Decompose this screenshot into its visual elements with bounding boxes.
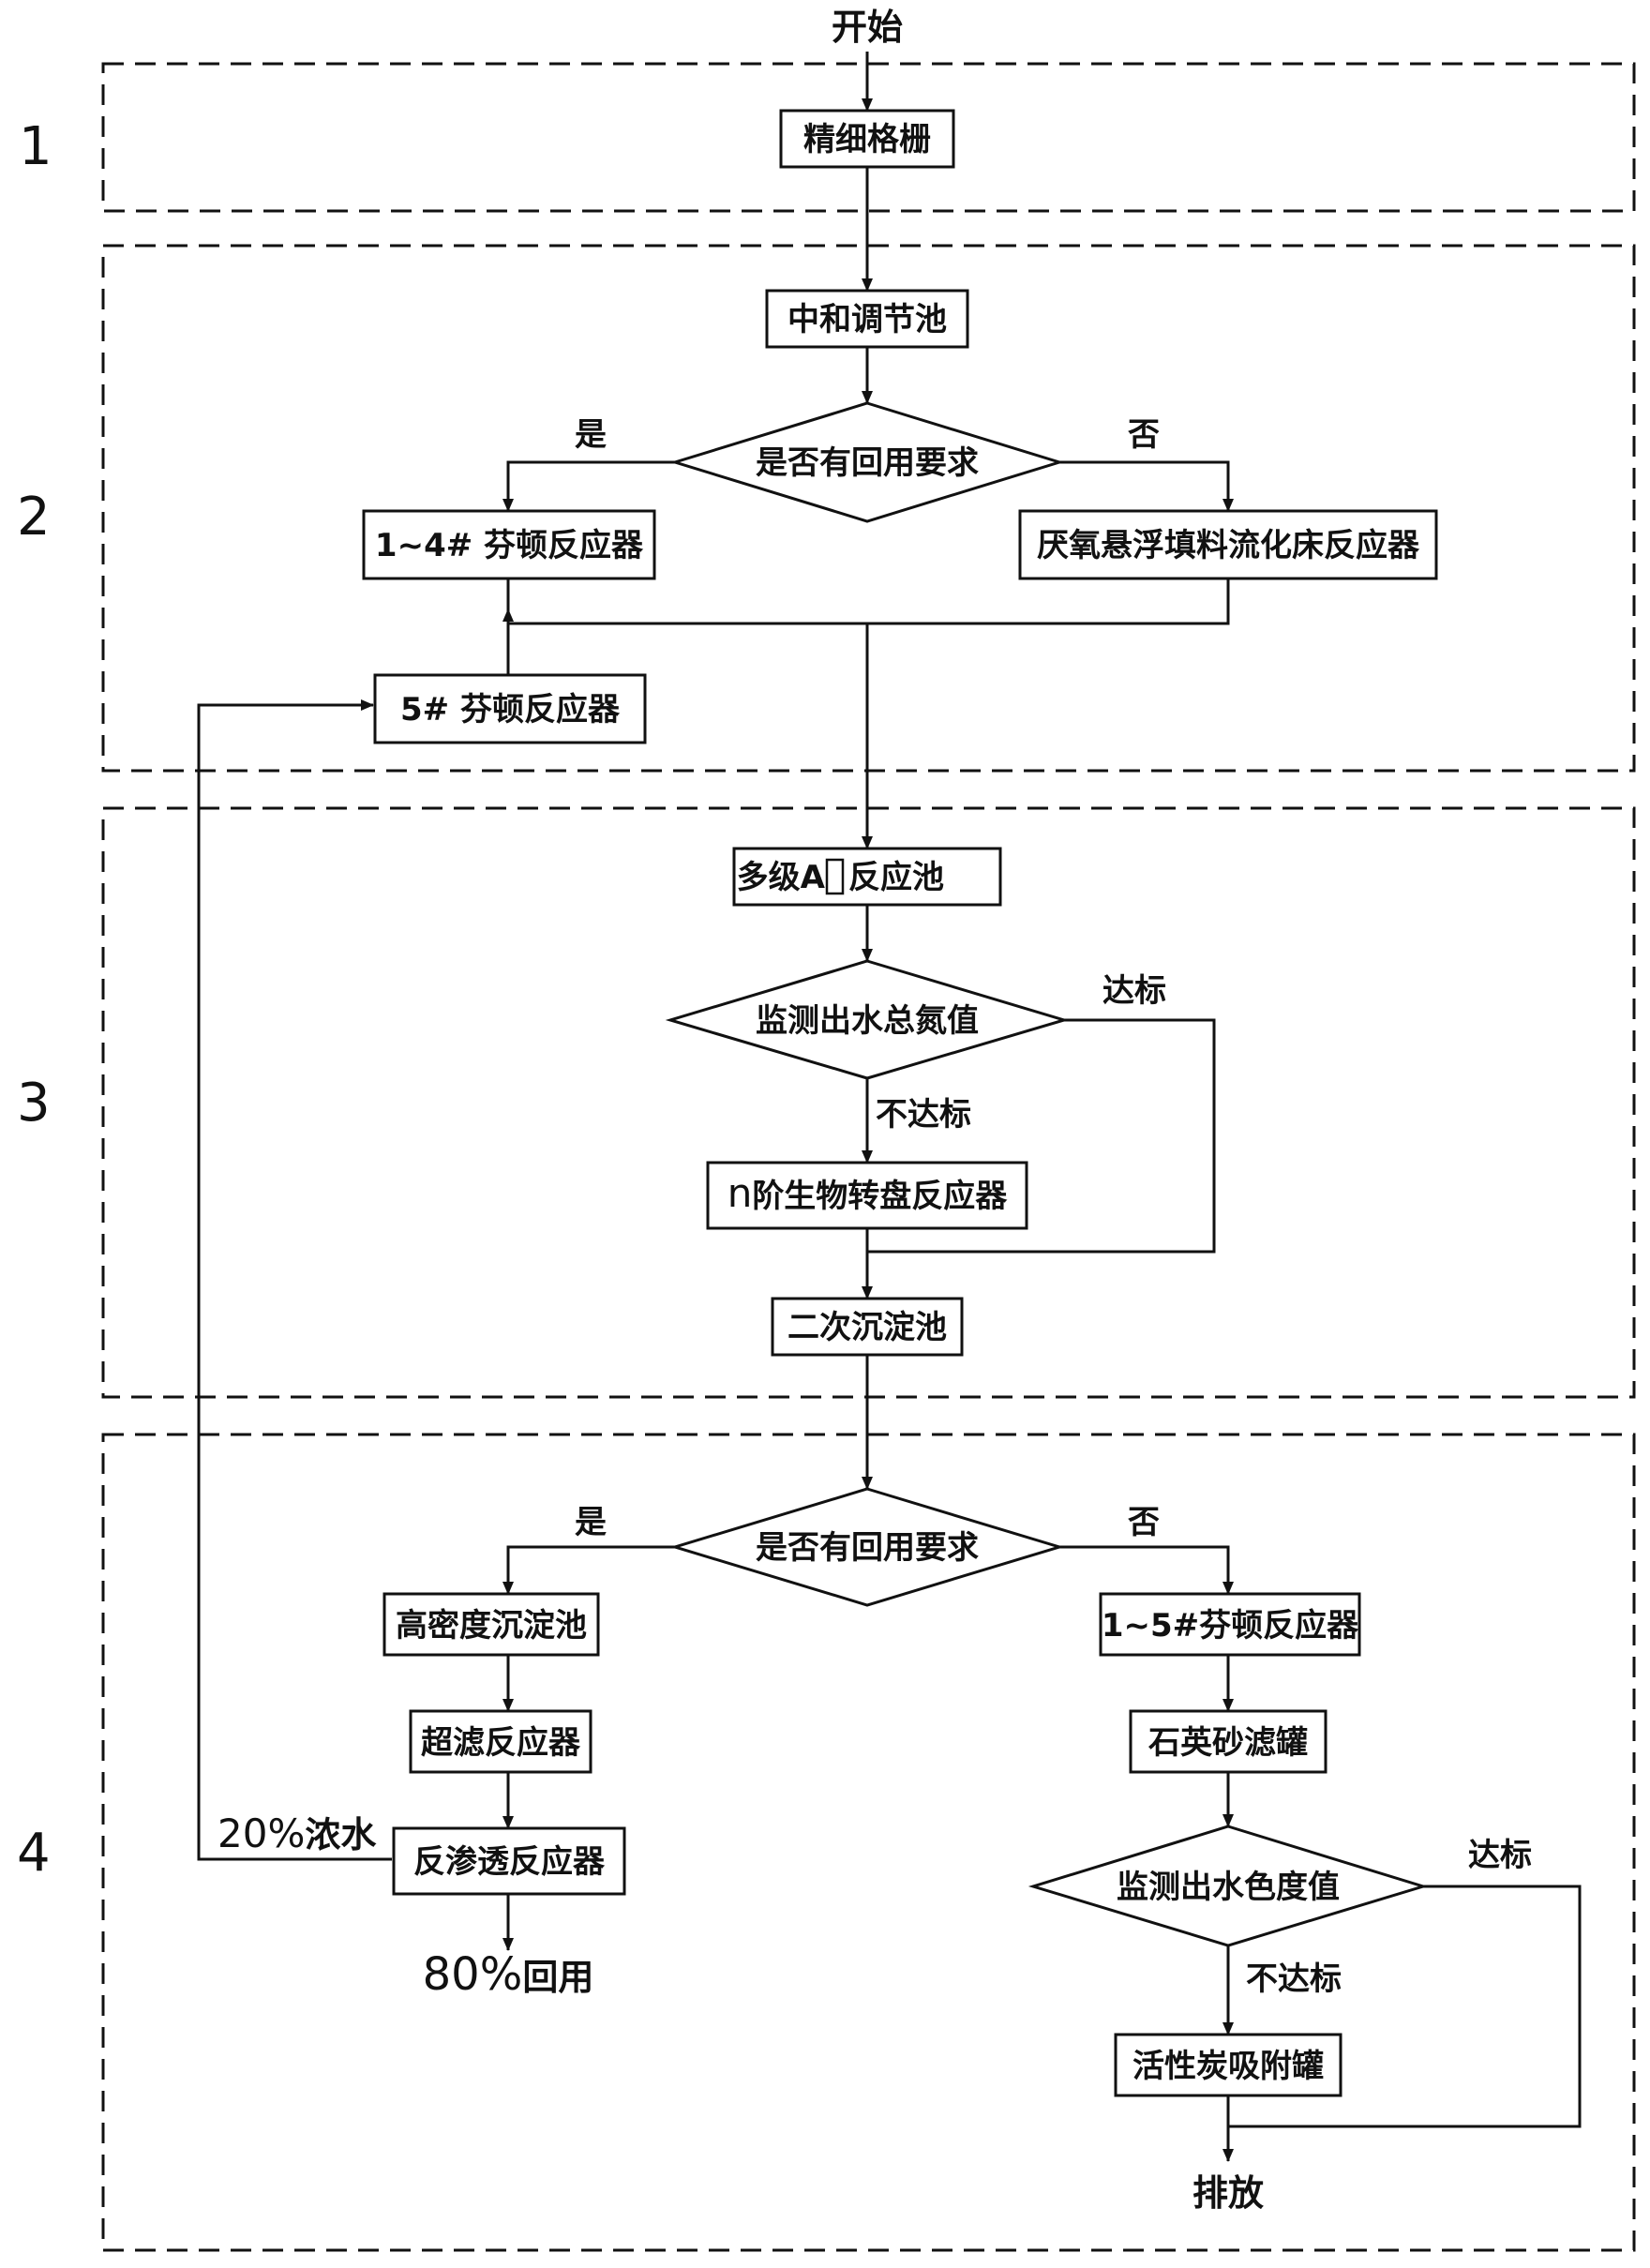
edge-decision4-pass [1228,1885,1582,2128]
reuse-pct: 80% [423,1948,523,2001]
section-number-2: 2 [17,487,51,548]
decision-nitrogen-pass-label: 达标 [1102,972,1166,1010]
rbc-reactor-prefix: n [728,1170,753,1216]
decision-reuse-2-diamond [669,1487,1065,1607]
decision-color-fail-label: 不达标 [1246,1960,1342,1998]
edge-anaerobic-merge [508,578,1230,625]
section-number-1: 1 [19,116,52,177]
ao-tank-label-group: 多级A 反应池 [737,858,944,896]
decision-2-yes-label: 是 [575,1504,607,1541]
ro-reactor-box [392,1826,626,1896]
uf-reactor-box [409,1709,592,1774]
rbc-reactor-label: n阶生物转盘反应器 [728,1170,1009,1216]
edge-decision3-yes [502,1545,675,1595]
edge-concentrate-return [197,699,392,1861]
fine-grid-box [779,109,955,169]
anaerobic-reactor-label: 厌氧悬浮填料流化床反应器 [1037,527,1420,564]
edge-decision3-no [1059,1545,1234,1595]
concentrate-label: 20%浓水 [218,1810,377,1856]
uf-reactor-label: 超滤反应器 [421,1724,581,1762]
decision-color-pass-label: 达标 [1468,1837,1532,1874]
high-density-settler-box [382,1592,600,1657]
decision-1-no-label: 否 [1128,416,1160,454]
edge-decision1-yes [502,460,675,512]
decision-color-label: 监测出水色度值 [1117,1869,1340,1906]
fenton-5-label: 5# 芬顿反应器 [400,691,621,728]
edge-decision1-no [1059,460,1234,512]
anaerobic-reactor-box [1018,509,1438,580]
decision-nitrogen-diamond [665,959,1070,1080]
ao-tank-suffix-label: 反应池 [848,859,944,896]
decision-reuse-2-label: 是否有回用要求 [756,1529,979,1567]
reuse-label: 80%回用 [423,1948,594,2001]
decision-nitrogen-label: 监测出水总氮值 [756,1002,979,1040]
rbc-reactor-box [706,1161,1028,1230]
ao-tank-label: 多级A [737,859,826,896]
discharge-label: 排放 [1192,2172,1264,2214]
fenton-1-5-box [1099,1592,1361,1657]
fenton-1-4-box [362,509,656,580]
decision-reuse-1-diamond [669,401,1065,523]
carbon-tank-label: 活性炭吸附罐 [1132,2048,1324,2085]
reuse-text: 回用 [522,1957,593,1998]
neutral-tank-label: 中和调节池 [788,301,947,338]
secondary-settler-label: 二次沉淀池 [788,1309,947,1346]
decision-1-yes-label: 是 [575,416,607,454]
decision-nitrogen-fail-label: 不达标 [876,1096,971,1134]
decision-reuse-1-label: 是否有回用要求 [756,444,979,482]
decision-2-no-label: 否 [1128,1504,1160,1541]
secondary-settler-box [771,1297,964,1357]
ao-tank-box [732,847,1002,907]
quartz-filter-label: 石英砂滤罐 [1148,1724,1308,1762]
decision-color-diamond [1028,1825,1429,1947]
ao-tank-glyph-box [825,858,845,895]
start-label: 开始 [832,7,903,48]
neutral-tank-box [765,289,969,349]
concentrate-text: 浓水 [305,1814,377,1855]
section-number-3: 3 [17,1073,51,1134]
fenton-1-4-label: 1~4# 芬顿反应器 [375,527,644,564]
fine-grid-label: 精细格栅 [803,121,931,158]
ro-reactor-label: 反渗透反应器 [413,1843,606,1881]
section-number-4: 4 [17,1823,51,1884]
quartz-filter-box [1129,1709,1328,1774]
concentrate-pct: 20% [218,1810,305,1856]
carbon-tank-box [1114,2033,1342,2097]
fenton-5-box [373,673,647,744]
fenton-1-5-label: 1~5#芬顿反应器 [1102,1607,1359,1645]
edge-decision2-pass [867,1018,1216,1254]
high-density-settler-label: 高密度沉淀池 [396,1607,587,1645]
rbc-reactor-name: 阶生物转盘反应器 [752,1178,1008,1215]
